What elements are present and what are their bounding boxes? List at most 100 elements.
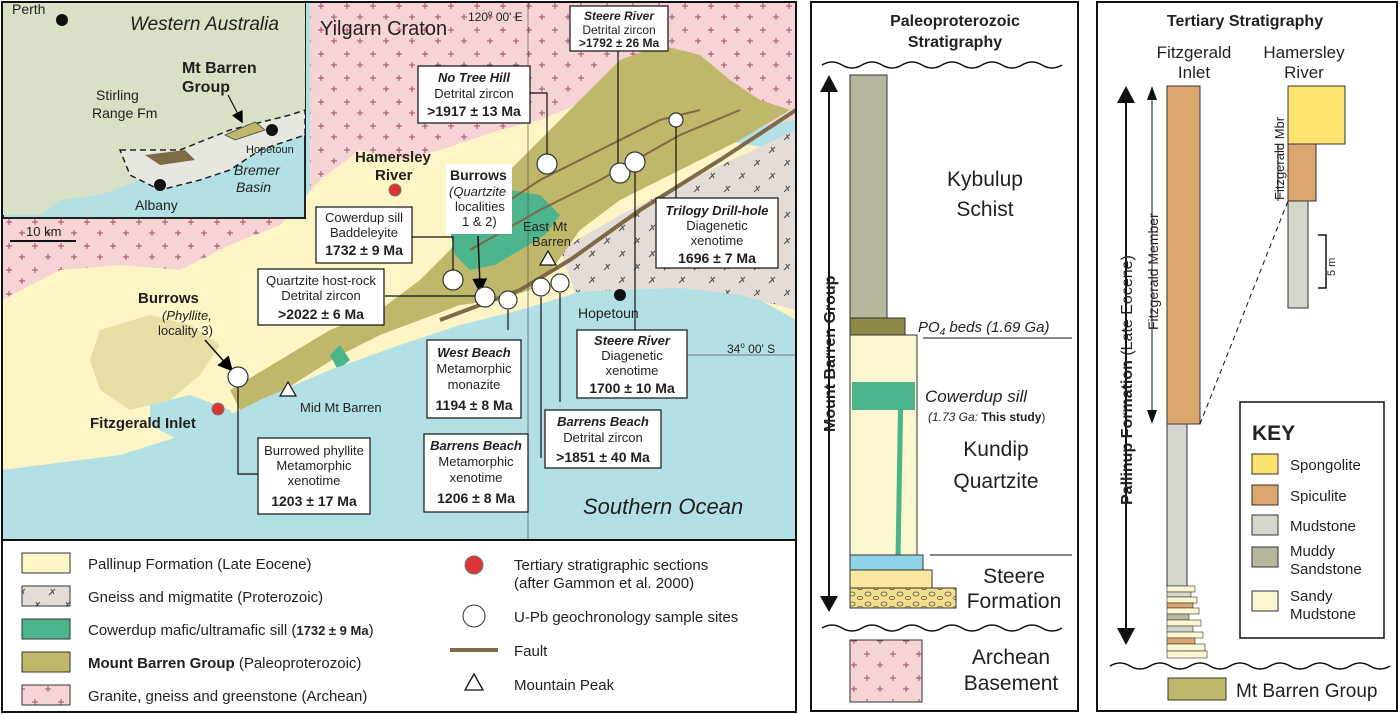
legend-fault: Fault bbox=[514, 643, 548, 660]
legend-tertiary-1: Tertiary stratigraphic sections bbox=[514, 557, 708, 574]
key-spongolite: Spongolite bbox=[1290, 457, 1361, 474]
box-barrens-beach-b: Barrens Beach Metamorphic xenotime 1206 … bbox=[423, 433, 529, 513]
paleo-title-2: Stratigraphy bbox=[908, 34, 1002, 51]
hopetoun-dot bbox=[266, 124, 278, 136]
east-mt-barren-label-1: East Mt bbox=[523, 219, 567, 234]
fitzgerald-base-layers bbox=[1166, 585, 1208, 659]
svg-text:Diagenetic: Diagenetic bbox=[601, 348, 663, 363]
east-mt-barren-peak bbox=[538, 249, 558, 266]
legend-peak: Mountain Peak bbox=[514, 677, 615, 694]
key-spiculite: Spiculite bbox=[1290, 488, 1347, 505]
scale-label: 10 km bbox=[26, 224, 61, 239]
key-muddy: Muddy bbox=[1290, 543, 1336, 560]
cowerdup-note: (1.73 Ga: This study) bbox=[928, 410, 1045, 424]
svg-text:Burrowed phyllite: Burrowed phyllite bbox=[264, 443, 364, 458]
kybulup-1: Kybulup bbox=[947, 168, 1023, 191]
cowerdup-sill-east bbox=[330, 345, 350, 370]
kundip-2: Quartzite bbox=[953, 470, 1038, 493]
box-cowerdup-sill: Cowerdup sill Baddeleyite 1732 ± 9 Ma bbox=[315, 206, 413, 264]
inset-hopetoun: Hopetoun bbox=[246, 144, 294, 156]
mt-barren-group-base: Mt Barren Group bbox=[1236, 681, 1378, 702]
southern-ocean-label: Southern Ocean bbox=[583, 494, 743, 519]
inset-perth: Perth bbox=[12, 1, 45, 17]
mid-mt-barren-label: Mid Mt Barren bbox=[300, 400, 382, 415]
svg-text:>2022 ± 6 Ma: >2022 ± 6 Ma bbox=[278, 306, 364, 322]
hamersley-label-1: Hamersley bbox=[355, 149, 432, 166]
legend-gneiss: Gneiss and migmatite (Proterozoic) bbox=[88, 589, 323, 606]
svg-text:>1851 ± 40 Ma: >1851 ± 40 Ma bbox=[556, 449, 650, 465]
inset-mtbarren-2: Group bbox=[182, 79, 230, 96]
svg-text:xenotime: xenotime bbox=[288, 473, 341, 488]
fitzgerald-site bbox=[211, 402, 225, 416]
longitude-label: 120o 00' E bbox=[468, 9, 523, 24]
box-no-tree-hill: No Tree Hill Detrital zircon >1917 ± 13 … bbox=[417, 65, 531, 124]
cowerdup-label: Cowerdup sill bbox=[925, 387, 1028, 406]
kybulup-2: Schist bbox=[956, 198, 1013, 221]
archean-2: Basement bbox=[964, 672, 1059, 695]
paleo-title-1: Paleoproterozoic bbox=[890, 13, 1020, 30]
key-sandstone: Sandstone bbox=[1290, 561, 1362, 578]
key-sandy: Sandy bbox=[1290, 588, 1333, 605]
box-steere-river-low: Steere River Diagenetic xenotime 1700 ± … bbox=[576, 329, 688, 399]
svg-text:1696 ± 7 Ma: 1696 ± 7 Ma bbox=[678, 250, 756, 266]
leader-lines bbox=[237, 51, 677, 475]
ham-2: River bbox=[1284, 63, 1324, 82]
svg-text:1700 ± 10 Ma: 1700 ± 10 Ma bbox=[589, 380, 675, 396]
mount-barren-west bbox=[90, 315, 220, 410]
svg-text:1203 ± 17 Ma: 1203 ± 17 Ma bbox=[271, 493, 357, 509]
svg-text:Steere River: Steere River bbox=[584, 9, 655, 23]
paleo-panel: Paleoproterozoic Stratigraphy Mount Barr… bbox=[810, 1, 1079, 712]
legend: Pallinup Formation (Late Eocene) Gneiss … bbox=[1, 539, 797, 713]
hopetoun-label: Hopetoun bbox=[578, 305, 639, 321]
hopetoun-town-dot bbox=[614, 289, 626, 301]
svg-text:1194 ± 8 Ma: 1194 ± 8 Ma bbox=[436, 397, 513, 413]
legend-mtb: Mount Barren Group (Paleoproterozoic) bbox=[88, 655, 361, 672]
legend-granite: Granite, gneiss and greenstone (Archean) bbox=[88, 688, 367, 705]
scale-5m: 5 m bbox=[1326, 258, 1338, 276]
svg-text:Detrital zircon: Detrital zircon bbox=[434, 86, 513, 101]
latitude-label: 34o 00' S bbox=[727, 341, 775, 356]
legend-tertiary-2: (after Gammon et al. 2000) bbox=[514, 575, 694, 592]
svg-text:Barrens Beach: Barrens Beach bbox=[557, 414, 649, 429]
svg-text:No Tree Hill: No Tree Hill bbox=[438, 70, 510, 85]
svg-text:1206 ± 8 Ma: 1206 ± 8 Ma bbox=[437, 490, 515, 506]
fitz-1: Fitzgerald bbox=[1157, 43, 1232, 62]
svg-text:Cowerdup sill: Cowerdup sill bbox=[325, 210, 403, 225]
burrows-phyllite-3: locality 3) bbox=[158, 323, 213, 338]
key-title: KEY bbox=[1252, 422, 1295, 445]
svg-text:Metamorphic: Metamorphic bbox=[276, 458, 352, 473]
kundip-1: Kundip bbox=[963, 438, 1028, 461]
svg-text:Steere River: Steere River bbox=[594, 333, 671, 348]
fitzgerald-label: Fitzgerald Inlet bbox=[90, 415, 196, 432]
yilgarn-label: Yilgarn Craton bbox=[320, 18, 447, 40]
box-west-beach: West Beach Metamorphic monazite 1194 ± 8… bbox=[426, 339, 522, 419]
po4-label: PO4 beds (1.69 Ga) bbox=[918, 319, 1049, 338]
steere-1: Steere bbox=[983, 565, 1045, 588]
svg-text:Diagenetic: Diagenetic bbox=[686, 218, 748, 233]
legend-cowerdup: Cowerdup mafic/ultramafic sill (1732 ± 9… bbox=[88, 622, 374, 639]
svg-text:1732 ± 9 Ma: 1732 ± 9 Ma bbox=[325, 242, 403, 258]
hamersley-site bbox=[388, 183, 402, 197]
albany-dot bbox=[154, 179, 166, 191]
svg-text:Detrital zircon: Detrital zircon bbox=[582, 23, 655, 37]
east-mt-barren-label-2: Barren bbox=[532, 234, 571, 249]
svg-text:Metamorphic: Metamorphic bbox=[438, 454, 514, 469]
steere-2: Formation bbox=[967, 590, 1062, 613]
inset-bremer-1: Bremer bbox=[234, 162, 281, 178]
svg-text:localities: localities bbox=[455, 199, 505, 214]
fitz-2: Inlet bbox=[1178, 63, 1210, 82]
svg-text:(Quartzite: (Quartzite bbox=[449, 184, 506, 199]
fault-north-2 bbox=[469, 109, 741, 251]
burrows-phyllite-arrow bbox=[204, 339, 233, 372]
svg-text:monazite: monazite bbox=[448, 377, 501, 392]
mbr-label: Fitzgerald Mbr bbox=[1272, 116, 1287, 200]
box-burrowed-phyllite: Burrowed phyllite Metamorphic xenotime 1… bbox=[257, 437, 371, 515]
paleo-group-label: Mount Barren Group bbox=[822, 275, 839, 432]
ham-1: Hamersley bbox=[1263, 43, 1345, 62]
svg-text:>1792 ± 26 Ma: >1792 ± 26 Ma bbox=[579, 36, 660, 50]
svg-text:Quartzite host-rock: Quartzite host-rock bbox=[266, 273, 376, 288]
box-steere-river-top: Steere River Detrital zircon >1792 ± 26 … bbox=[569, 5, 669, 52]
svg-text:Baddeleyite: Baddeleyite bbox=[330, 225, 398, 240]
box-barrens-beach-a: Barrens Beach Detrital zircon >1851 ± 40… bbox=[544, 409, 662, 469]
